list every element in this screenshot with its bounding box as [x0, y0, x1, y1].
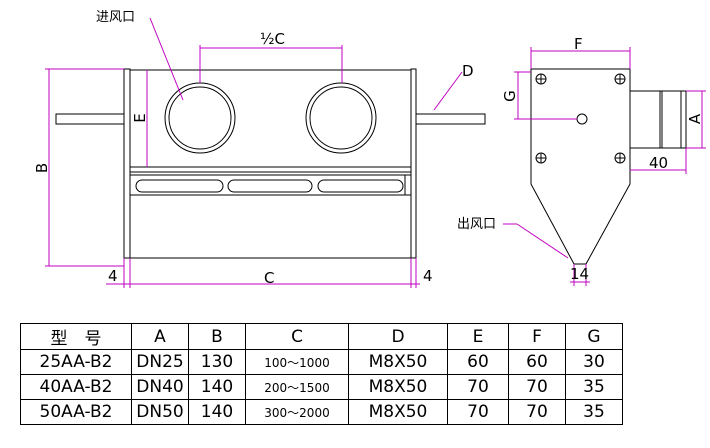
- cell-a: DN40: [131, 374, 189, 400]
- table-row: 25AA-B2 DN25 130 100～1000 M8X50 60 60 30: [20, 349, 623, 375]
- bolt-top-right: [614, 73, 626, 85]
- cell-f: 70: [508, 399, 566, 425]
- dim-e-label: E: [131, 113, 149, 122]
- cell-model: 40AA-B2: [20, 374, 132, 400]
- dim-d-label: D: [462, 62, 474, 80]
- dim-d-leader: [433, 71, 463, 111]
- inlet-inner-left: [168, 86, 232, 150]
- cell-g: 35: [565, 399, 623, 425]
- shaft-center: [576, 113, 588, 125]
- dim-f-label: F: [574, 35, 583, 53]
- cell-c: 200～1500: [245, 374, 349, 400]
- cell-d: M8X50: [348, 349, 448, 375]
- table-row: 40AA-B2 DN40 140 200～1500 M8X50 70 70 35: [20, 374, 623, 400]
- table-row: 50AA-B2 DN50 140 300～2000 M8X50 70 70 35: [20, 399, 623, 425]
- left-shaft: [55, 113, 125, 125]
- side-housing: [530, 68, 631, 265]
- cell-c: 100～1000: [245, 349, 349, 375]
- dim-half-c-label: ½C: [260, 30, 285, 48]
- cell-a: DN50: [131, 399, 189, 425]
- header-a: A: [131, 323, 189, 350]
- inlet-outer-left: [164, 82, 236, 154]
- dim-g-label: G: [501, 90, 519, 102]
- bolt-top-left: [535, 73, 547, 85]
- dim-40-label: 40: [649, 154, 668, 172]
- side-view: F G A 40 出风口 14: [457, 35, 706, 286]
- right-end-plate: [410, 68, 417, 259]
- cell-d: M8X50: [348, 399, 448, 425]
- bolt-bottom-right: [614, 152, 626, 164]
- header-d: D: [348, 323, 448, 350]
- housing-body: [129, 69, 412, 259]
- cell-e: 70: [447, 374, 509, 400]
- front-view: ½C 进风口 D B E C 4 4: [33, 10, 486, 288]
- air-slot-2: [227, 179, 313, 193]
- cell-f: 60: [508, 349, 566, 375]
- inlet-leader: [149, 17, 184, 101]
- dim-4-right-label: 4: [423, 267, 433, 285]
- dim-a-label: A: [686, 113, 704, 124]
- cell-model: 25AA-B2: [20, 349, 132, 375]
- header-b: B: [188, 323, 246, 350]
- cell-c: 300～2000: [245, 399, 349, 425]
- side-flange: [629, 90, 687, 149]
- header-e: E: [447, 323, 509, 350]
- air-slot-1: [135, 179, 224, 193]
- cell-f: 70: [508, 374, 566, 400]
- header-model: 型 号: [20, 323, 132, 350]
- inlet-outer-right: [305, 82, 377, 154]
- table-header-row: 型 号 A B C D E F G: [20, 323, 623, 350]
- air-slot-3: [317, 179, 404, 193]
- cell-e: 70: [447, 399, 509, 425]
- dim-14-label: 14: [570, 265, 589, 283]
- outlet-leader: [516, 223, 569, 259]
- spec-table: 型 号 A B C D E F G 25AA-B2 DN25 130 100～1…: [20, 323, 623, 425]
- cell-g: 35: [565, 374, 623, 400]
- bolt-bottom-left: [535, 152, 547, 164]
- cell-e: 60: [447, 349, 509, 375]
- right-shaft: [415, 113, 486, 125]
- inlet-inner-right: [309, 86, 373, 150]
- cell-b: 130: [188, 349, 246, 375]
- dim-b-label: B: [33, 163, 51, 173]
- cell-d: M8X50: [348, 374, 448, 400]
- cell-g: 30: [565, 349, 623, 375]
- inlet-label: 进风口: [96, 10, 135, 25]
- dim-4-left-label: 4: [108, 267, 118, 285]
- outlet-label: 出风口: [457, 217, 496, 232]
- cell-model: 50AA-B2: [20, 399, 132, 425]
- header-c: C: [245, 323, 349, 350]
- cell-b: 140: [188, 399, 246, 425]
- header-g: G: [565, 323, 623, 350]
- header-f: F: [508, 323, 566, 350]
- left-end-plate: [123, 68, 131, 259]
- cell-a: DN25: [131, 349, 189, 375]
- dim-c-label: C: [264, 269, 274, 287]
- cell-b: 140: [188, 374, 246, 400]
